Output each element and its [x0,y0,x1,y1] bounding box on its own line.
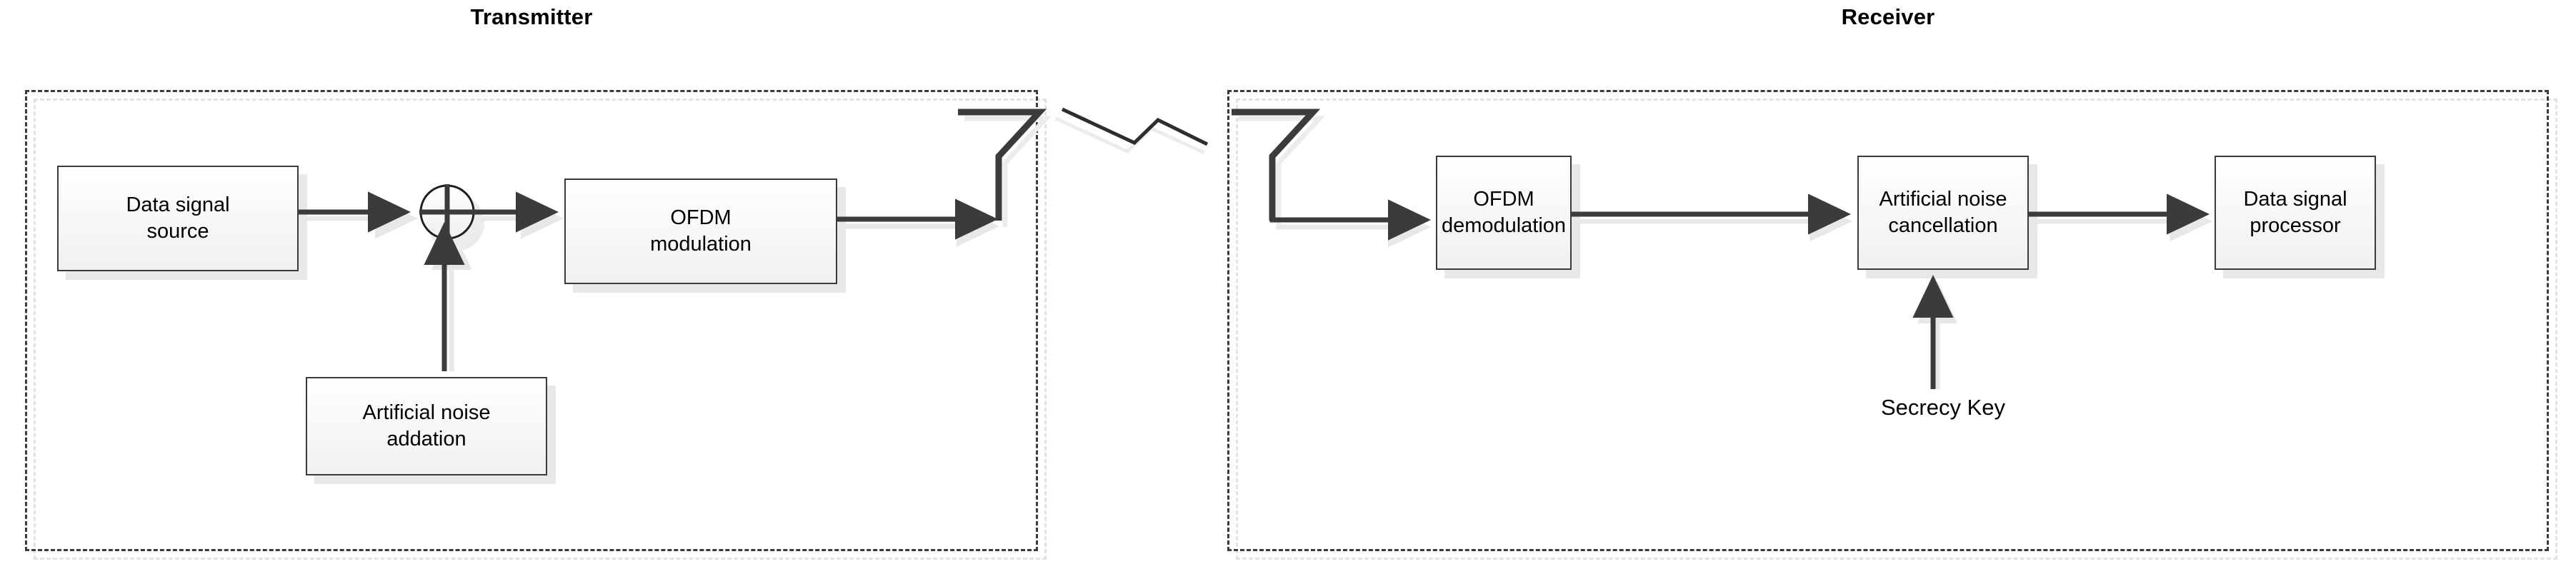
wireless-channel-zigzag [1061,107,1209,146]
summing-junction[interactable] [416,183,478,244]
block-label: Artificial noise cancellation [1879,187,2007,237]
secrecy-key-label: Secrecy Key [1880,395,2005,420]
block-ofdm-demodulation[interactable]: OFDM demodulation [1436,156,1572,270]
transmitter-enclosure-shadow [34,99,1047,560]
block-label: Artificial noise addation [362,401,491,450]
block-label: Data signal processor [2243,187,2347,237]
block-label: OFDM modulation [650,206,752,256]
block-data-signal-processor[interactable]: Data signal processor [2215,156,2376,270]
block-artificial-noise-cancellation[interactable]: Artificial noise cancellation [1857,156,2029,270]
block-data-signal-source[interactable]: Data signal source [57,166,299,271]
block-ofdm-modulation[interactable]: OFDM modulation [564,178,837,284]
receiver-section-title: Receiver [1841,4,1935,29]
block-label: Data signal source [126,193,230,243]
transmitter-section-title: Transmitter [470,4,593,29]
receiver-enclosure [1227,90,2549,551]
receiver-enclosure-shadow [1236,99,2557,560]
block-label: OFDM demodulation [1441,187,1567,237]
transmitter-enclosure [25,90,1038,551]
block-artificial-noise-addation[interactable]: Artificial noise addation [306,377,547,475]
